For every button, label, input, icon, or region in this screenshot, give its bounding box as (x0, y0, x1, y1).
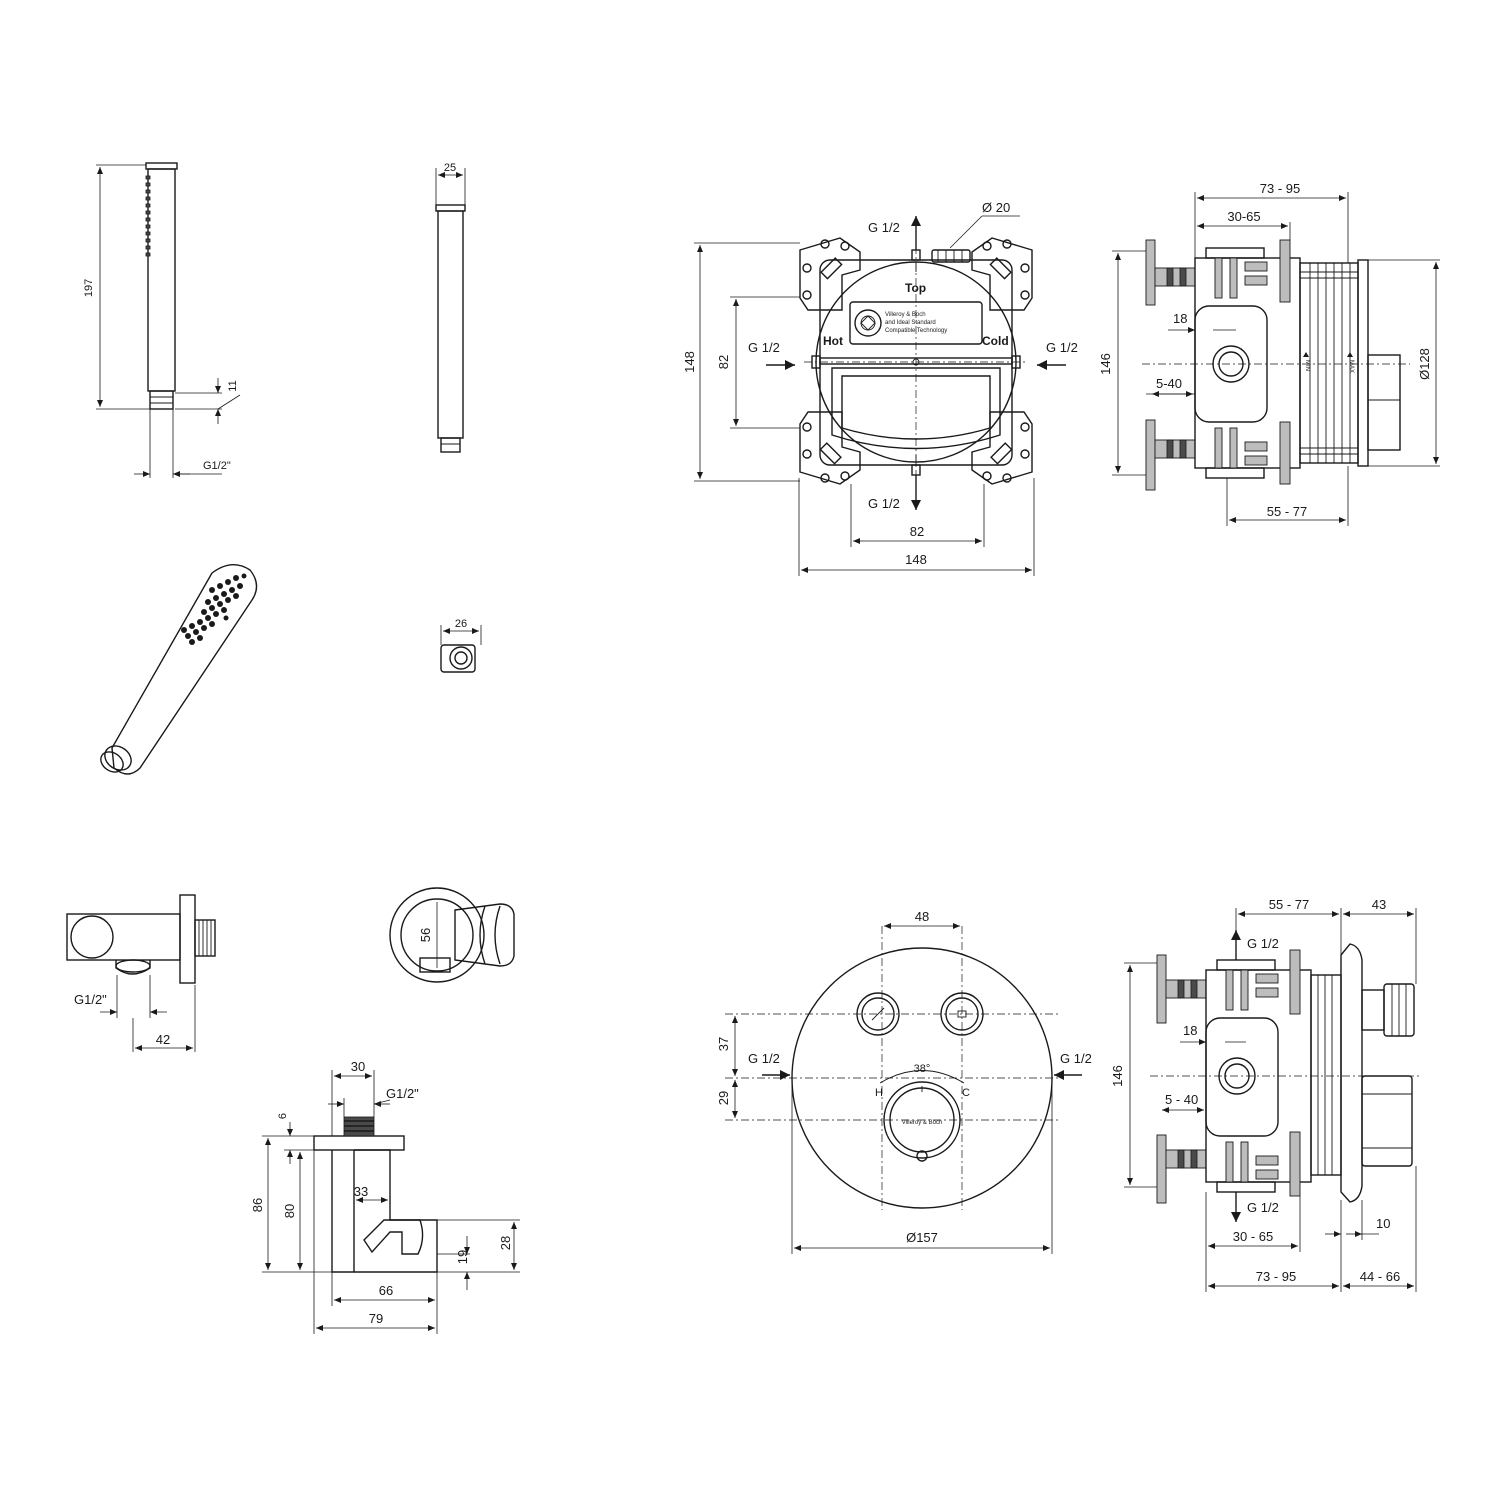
body-height-inner-label: 82 (716, 355, 731, 369)
trim-pipe-dia-label: 18 (1183, 1023, 1197, 1038)
hook-inner-height-label: 19 (455, 1250, 470, 1264)
mixer-body-side-view: MIN MAX 73 - 95 30-65 18 5-40 146 Ø128 5… (1098, 181, 1440, 526)
outlet-inner-depth-label: 66 (379, 1283, 393, 1298)
connector-height-label: 11 (227, 380, 239, 391)
trim-outlet-top-label: G 1/2 (1247, 936, 1279, 951)
body-width-total-label: 148 (905, 552, 927, 567)
upper-offset-label: 37 (716, 1037, 731, 1051)
outlet-diameter-label: 56 (418, 928, 433, 942)
trim-outlet-bottom-label: G 1/2 (1247, 1200, 1279, 1215)
end-width-label: 26 (455, 618, 467, 630)
body-height-total-label: 148 (682, 351, 697, 373)
lower-offset-label: 29 (716, 1091, 731, 1105)
side-pipe-dia-label: 18 (1173, 311, 1187, 326)
side-depth-range-label: 73 - 95 (1260, 181, 1300, 196)
trim-brand-label: Villeroy & Boch (902, 1120, 943, 1126)
spray-nozzle-grid (181, 573, 247, 645)
trim-install-range-label: 30 - 65 (1233, 1229, 1273, 1244)
inlet-left-label: G 1/2 (748, 340, 780, 355)
side-diameter-label: Ø128 (1417, 348, 1432, 380)
mixer-body-front-view: Villeroy & Boch and Ideal Standard Compa… (682, 200, 1078, 576)
hook-outer-height-label: 28 (498, 1236, 513, 1250)
outlet-diameter-front-label: Ø 20 (982, 200, 1010, 215)
trim-inlet-left-label: G 1/2 (748, 1051, 780, 1066)
hand-shower-perspective (100, 564, 258, 775)
hand-shower-thread-label: G1/2" (203, 460, 231, 472)
label-hot: Hot (823, 334, 843, 348)
outlet-thread-front-label: G1/2" (74, 992, 107, 1007)
cold-label: C (962, 1087, 970, 1099)
side-height-label: 146 (1098, 353, 1113, 375)
hot-label: H (875, 1087, 883, 1099)
badge-line-1: Villeroy & Boch (885, 312, 926, 318)
hand-shower-width-label: 25 (444, 162, 456, 174)
hand-shower-front-view: 25 (435, 162, 466, 453)
label-cold: Cold (982, 334, 1009, 348)
temp-label: 38° (914, 1063, 931, 1075)
outlet-total-depth-label: 79 (369, 1311, 383, 1326)
side-offset-range-label: 5-40 (1156, 376, 1182, 391)
min-marker-label: MIN (1304, 360, 1310, 371)
wall-outlet-front-view: G1/2" 42 (66, 894, 216, 1052)
trim-inlet-right-label: G 1/2 (1060, 1051, 1092, 1066)
trim-offset-range-label: 5 - 40 (1165, 1092, 1198, 1107)
wall-outlet-round-view: 56 (389, 887, 515, 983)
inlet-bottom-label: G 1/2 (868, 496, 900, 511)
side-depth-lower-label: 55 - 77 (1267, 504, 1307, 519)
hook-offset-label: 33 (354, 1184, 368, 1199)
hand-shower-side-view: 197 11 G1/2" (83, 162, 241, 478)
trim-depth-upper-label: 55 - 77 (1269, 897, 1309, 912)
body-width-inner-label: 82 (910, 524, 924, 539)
trim-depth-range-label: 73 - 95 (1256, 1269, 1296, 1284)
trim-projection-label: 43 (1372, 897, 1386, 912)
hand-shower-end-view: 26 (440, 618, 482, 673)
inlet-right-label: G 1/2 (1046, 340, 1078, 355)
trim-rosette-label: 10 (1376, 1216, 1390, 1231)
max-marker-label: MAX (1348, 360, 1354, 373)
outlet-top-width-label: 30 (351, 1059, 365, 1074)
trim-side-view: G 1/2 G 1/2 55 - 77 43 18 5 - 40 146 10 … (1110, 897, 1420, 1292)
outlet-thread-side-label: G1/2" (386, 1086, 419, 1101)
outlet-body-height-label: 80 (282, 1204, 297, 1218)
trim-front-view: 38° H C Villeroy & Boch 48 37 29 G 1/2 G… (716, 909, 1092, 1254)
trim-projection-range-label: 44 - 66 (1360, 1269, 1400, 1284)
trim-diameter-label: Ø157 (906, 1230, 938, 1245)
inlet-top-label: G 1/2 (868, 220, 900, 235)
trim-height-label: 146 (1110, 1065, 1125, 1087)
spray-nozzle-row (145, 175, 151, 257)
wall-outlet-section-view: 30 G1/2" 6 86 80 33 28 19 66 79 (250, 1059, 520, 1334)
outlet-flange-label: 6 (277, 1113, 289, 1119)
outlet-total-height-label: 86 (250, 1198, 265, 1212)
hand-shower-length-label: 197 (83, 279, 95, 297)
side-install-range-label: 30-65 (1227, 209, 1260, 224)
label-top: Top (905, 281, 926, 295)
button-spacing-label: 48 (915, 909, 929, 924)
badge-line-2: and Ideal Standard (885, 320, 936, 326)
outlet-depth-front-label: 42 (156, 1032, 170, 1047)
